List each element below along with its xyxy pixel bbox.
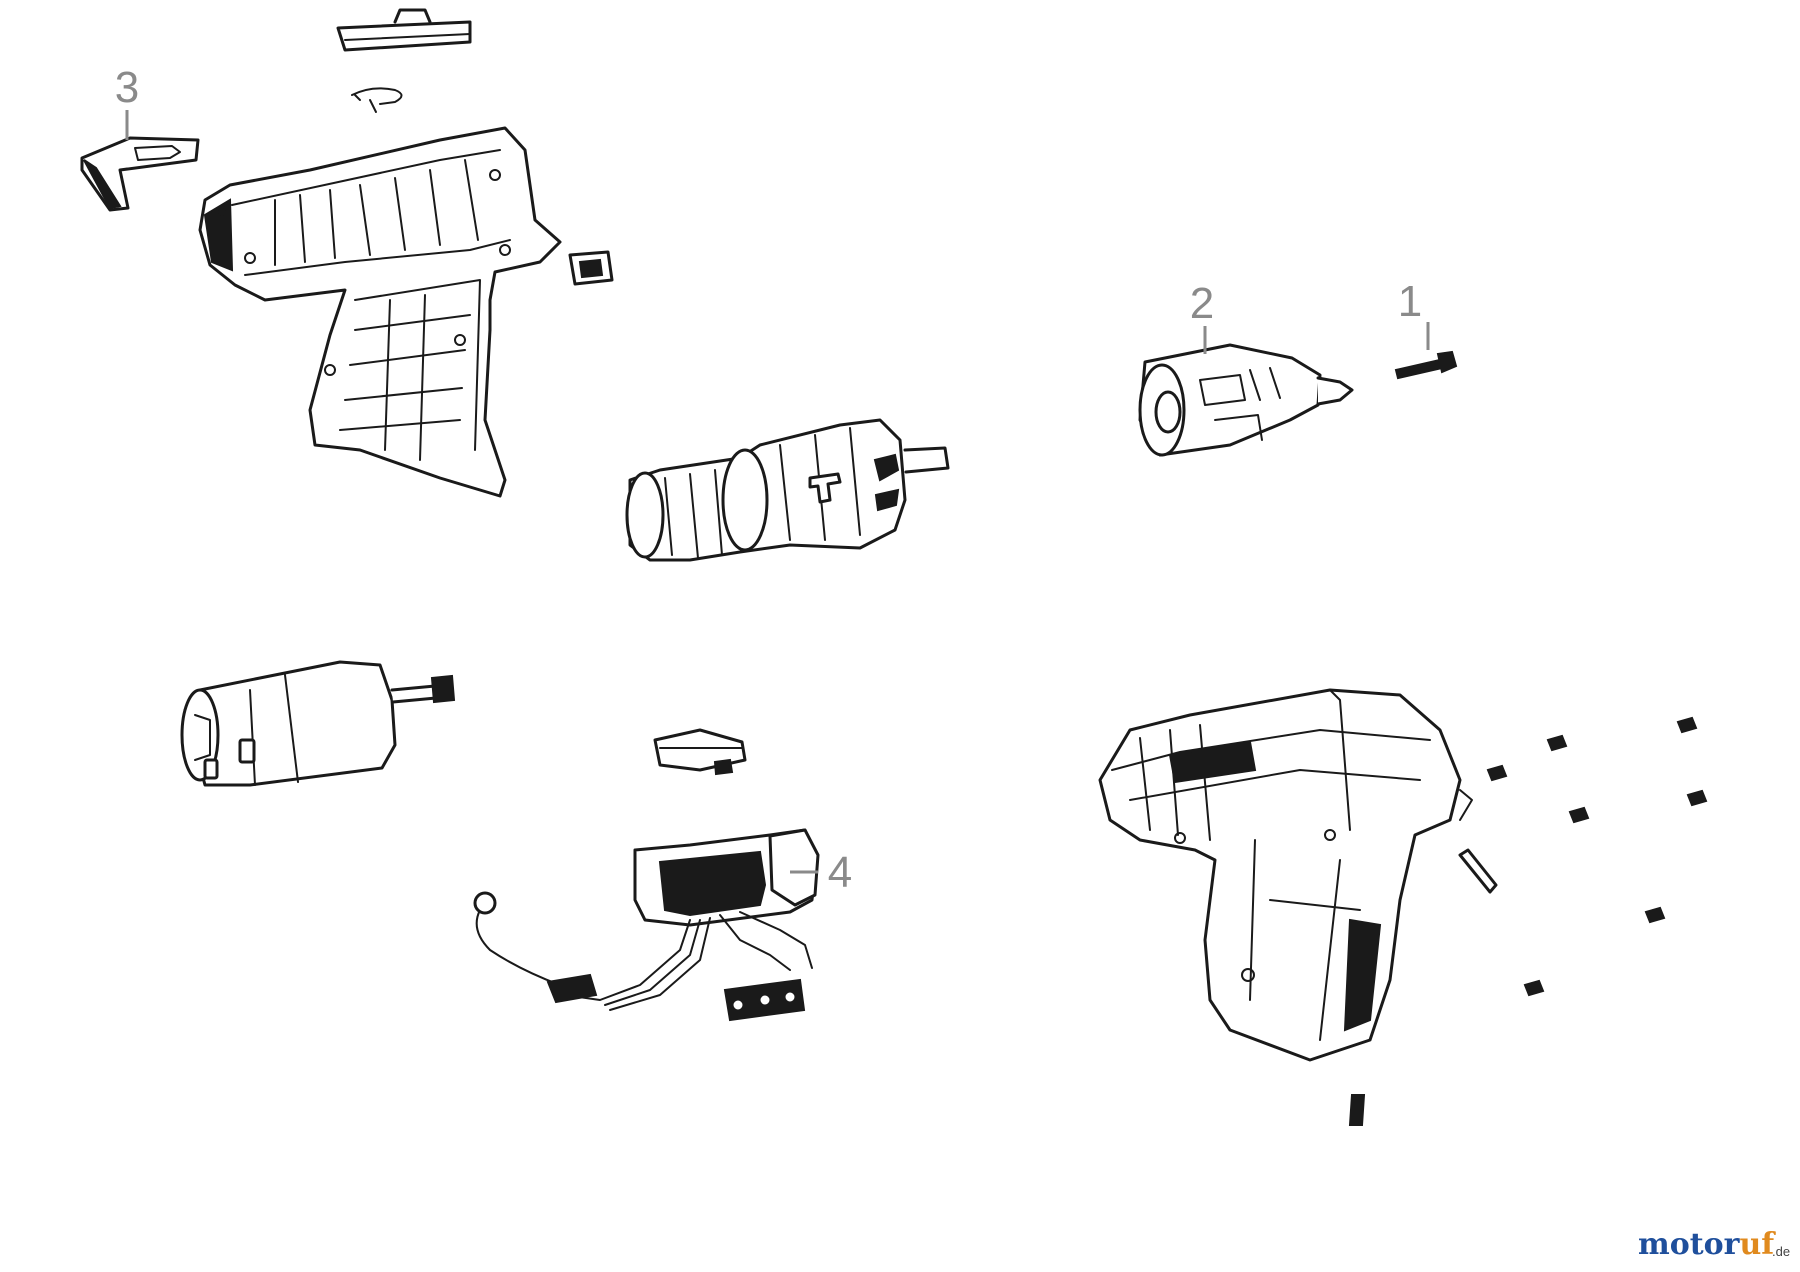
small-square-insert — [568, 250, 614, 286]
chuck-screw — [1394, 350, 1458, 380]
belt-clip-plate — [1458, 848, 1498, 894]
callout-label-1: 1 — [1398, 277, 1422, 326]
motor — [180, 660, 456, 787]
callout-label-4: 4 — [828, 848, 852, 897]
watermark-text-part2: uf — [1739, 1227, 1776, 1262]
screw — [1568, 806, 1590, 824]
led-board — [653, 728, 747, 776]
callout-4: 4 — [790, 848, 852, 897]
clip-spring — [351, 87, 403, 113]
callout-label-2: 2 — [1190, 279, 1214, 328]
callout-1: 1 — [1398, 277, 1430, 350]
callout-3: 3 — [115, 63, 139, 140]
screw — [1486, 764, 1508, 782]
right-housing-half — [1098, 688, 1473, 1062]
svg-text:motoruf: motoruf — [1638, 1227, 1776, 1262]
watermark-logo: motoruf .de — [1638, 1227, 1790, 1262]
keyless-chuck — [1138, 343, 1354, 457]
screw — [1644, 906, 1666, 924]
screw — [1546, 734, 1568, 752]
switch-with-wiring — [473, 828, 820, 1022]
screw — [1686, 789, 1708, 807]
left-housing-half — [198, 126, 562, 498]
label-tag — [1348, 1094, 1366, 1126]
housing-screws — [1486, 716, 1708, 997]
watermark-text-part1: motor — [1638, 1227, 1741, 1262]
callout-label-3: 3 — [115, 63, 139, 112]
top-cover-plate — [336, 8, 472, 52]
callout-2: 2 — [1190, 279, 1214, 354]
direction-slide-button — [80, 136, 200, 212]
screw — [1523, 979, 1545, 997]
watermark-suffix: .de — [1772, 1244, 1790, 1259]
gearbox-assembly — [625, 418, 950, 562]
screw — [1676, 716, 1698, 734]
